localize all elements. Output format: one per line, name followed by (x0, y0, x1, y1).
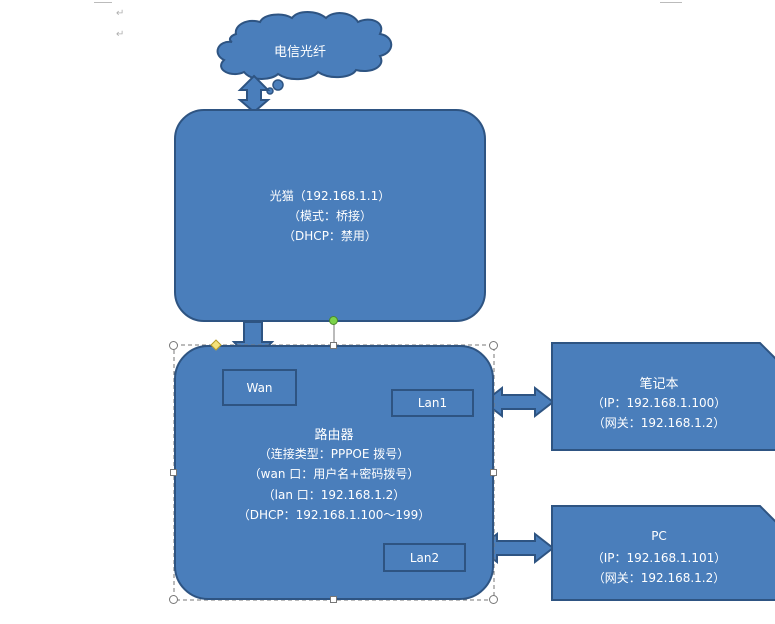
modem-line-mode: （模式：桥接） (287, 209, 372, 223)
paragraph-mark-2: ↵ (116, 29, 125, 40)
paragraph-mark-1: ↵ (116, 8, 125, 19)
router-line-connection: （连接类型：PPPOE 拨号） (258, 447, 410, 461)
laptop-line-ip: （IP：192.168.1.100） (591, 396, 727, 410)
resize-handle-top[interactable] (330, 342, 337, 349)
pc-title: PC (651, 529, 667, 543)
cloud-label: 电信光纤 (273, 45, 326, 60)
resize-handle-bottom-left[interactable] (169, 595, 178, 604)
resize-handle-right[interactable] (490, 469, 497, 476)
modem-box[interactable] (174, 109, 486, 322)
router-line-lan: （lan 口：192.168.1.2） (262, 488, 406, 502)
router-port-wan[interactable]: Wan (222, 369, 297, 406)
laptop-line-gateway: （网关：192.168.1.2） (592, 416, 726, 430)
resize-handle-top-right[interactable] (489, 341, 498, 350)
margin-mark-right (660, 0, 682, 3)
modem-line-dhcp: （DHCP：禁用） (283, 229, 377, 243)
router-line-dhcp: （DHCP：192.168.1.100～199） (237, 508, 431, 522)
resize-handle-left[interactable] (170, 469, 177, 476)
laptop-shape[interactable] (551, 342, 775, 451)
resize-handle-bottom[interactable] (330, 596, 337, 603)
resize-handle-bottom-right[interactable] (489, 595, 498, 604)
cloud-shape[interactable] (216, 11, 393, 95)
modem-line-ip: 光猫（192.168.1.1） (269, 189, 391, 203)
router-title: 路由器 (314, 428, 354, 443)
pc-line-gateway: （网关：192.168.1.2） (592, 571, 726, 585)
resize-handle-top-left[interactable] (169, 341, 178, 350)
rotation-handle[interactable] (329, 316, 338, 325)
router-line-wan: （wan 口：用户名+密码拨号） (248, 467, 420, 481)
router-port-lan1[interactable]: Lan1 (391, 389, 474, 417)
pc-line-ip: （IP：192.168.1.101） (591, 551, 727, 565)
margin-mark-left (94, 0, 112, 3)
pc-shape[interactable] (551, 505, 775, 601)
router-port-lan2[interactable]: Lan2 (383, 543, 466, 572)
arrow-cloud-modem (237, 74, 271, 114)
laptop-title: 笔记本 (639, 377, 679, 392)
